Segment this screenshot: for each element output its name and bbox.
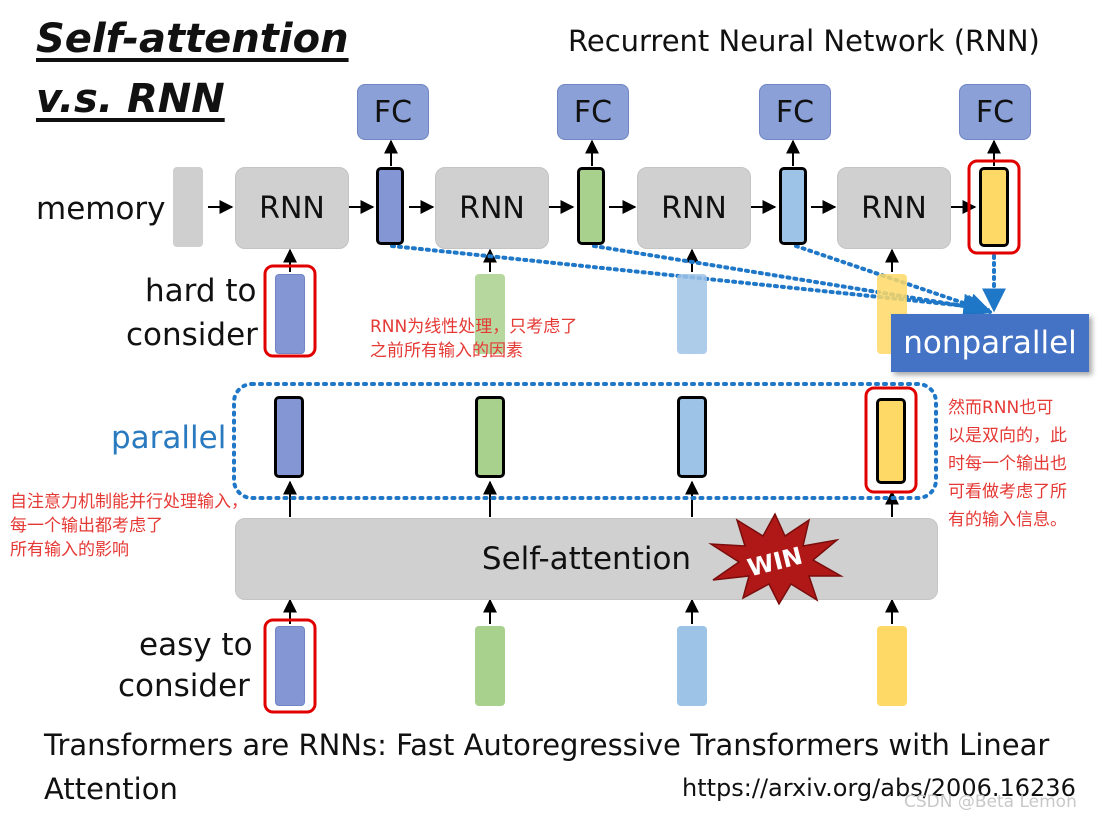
- hidden-state-2: [577, 167, 605, 245]
- sa-input-2: [475, 626, 505, 706]
- win-starburst-shape: [708, 512, 844, 606]
- title-line1: Self-attention: [36, 16, 349, 62]
- rnn-block-4: RNN: [837, 167, 951, 249]
- highlight-last-hidden: [967, 159, 1021, 255]
- hard-to-label-line1: hard to: [145, 273, 257, 309]
- hidden-state-1: [376, 167, 404, 245]
- highlight-last-output: [864, 386, 918, 494]
- fc-block-2: FC: [557, 84, 629, 140]
- easy-to-label-line2: consider: [118, 668, 250, 704]
- hard-to-label-line2: consider: [126, 317, 258, 353]
- paper-title-line1: Transformers are RNNs: Fast Autoregressi…: [44, 728, 1050, 762]
- memory-label: memory: [36, 191, 166, 227]
- dotted-h3-nonparallel: [794, 244, 993, 317]
- easy-to-label-line1: easy to: [139, 627, 253, 663]
- sa-output-1: [274, 396, 304, 478]
- fc-block-4: FC: [959, 84, 1031, 140]
- parallel-frame: [232, 382, 938, 500]
- rnn-input-2: [475, 274, 505, 354]
- sa-output-2: [475, 396, 505, 478]
- nonparallel-label: nonparallel: [891, 314, 1089, 372]
- hidden-state-3: [779, 167, 807, 245]
- self-attention-block: Self-attention: [235, 518, 938, 600]
- paper-title-line2: Attention: [44, 772, 178, 806]
- hidden-state-4: [979, 167, 1009, 247]
- sa-input-4: [877, 626, 907, 706]
- parallel-label: parallel: [111, 420, 227, 456]
- sa-output-4: [876, 398, 906, 484]
- rnn-block-3: RNN: [637, 167, 751, 249]
- highlight-easy-input: [263, 618, 317, 714]
- paper-url[interactable]: https://arxiv.org/abs/2006.16236: [682, 774, 1076, 802]
- sa-output-3: [677, 396, 707, 478]
- bidirectional-note: 然而RNN也可 以是双向的，此 时每一个输出也 可看做考虑了所 有的输入信息。: [948, 398, 1067, 530]
- sa-input-3: [677, 626, 707, 706]
- win-badge: WIN: [708, 512, 844, 606]
- rnn-block-1: RNN: [235, 167, 349, 249]
- rnn-input-3: [677, 274, 707, 354]
- fc-block-3: FC: [759, 84, 831, 140]
- self-attention-note: 自注意力机制能并行处理输入， 每一个输出都考虑了 所有输入的影响: [10, 492, 248, 560]
- title-line2: v.s. RNN: [36, 76, 225, 122]
- sa-input-1: [275, 626, 305, 706]
- dotted-h2-nonparallel: [592, 244, 991, 319]
- csdn-watermark: CSDN @Beta Lemon: [904, 792, 1077, 812]
- rnn-linear-note: RNN为线性处理，只考虑了 之前所有输入的因素: [370, 317, 578, 361]
- fc-block-1: FC: [357, 84, 429, 140]
- memory-cell: [173, 167, 203, 247]
- rnn-caption: Recurrent Neural Network (RNN): [568, 24, 1040, 58]
- rnn-input-1: [275, 274, 305, 354]
- rnn-block-2: RNN: [435, 167, 549, 249]
- highlight-hard-input: [263, 264, 317, 358]
